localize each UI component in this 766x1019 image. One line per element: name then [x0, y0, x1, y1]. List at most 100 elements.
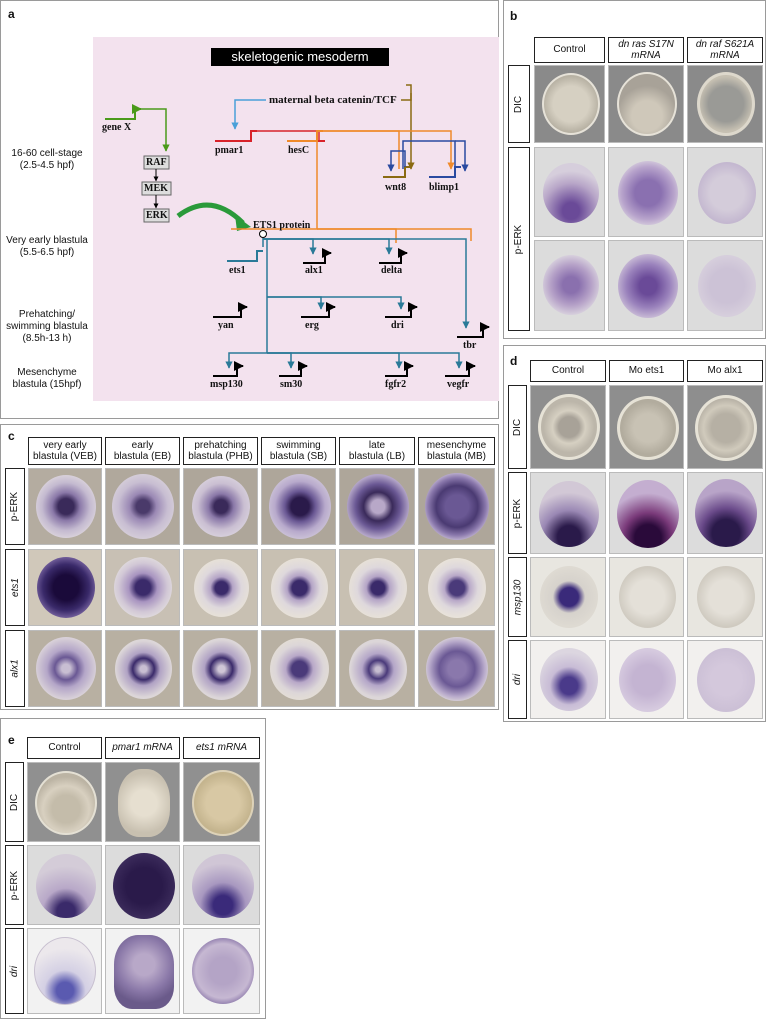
micrograph	[339, 549, 415, 626]
panel-d-label: d	[510, 354, 518, 368]
ets1-protein-label: ETS1 protein	[253, 220, 311, 231]
column-header: early blastula (EB)	[105, 437, 180, 465]
vegfr-label: vegfr	[447, 379, 470, 390]
row-label: msp130	[508, 557, 527, 637]
micrograph	[418, 468, 495, 545]
row-label: p-ERK	[5, 845, 24, 925]
micrograph	[608, 147, 684, 237]
panel-a: a skeletogenic mesoderm 16-60 cell-stage…	[0, 0, 499, 419]
dri-label: dri	[391, 320, 404, 331]
yan-label: yan	[218, 320, 234, 331]
micrograph	[687, 557, 763, 637]
micrograph	[28, 468, 102, 545]
column-header: Control	[534, 37, 605, 63]
panel-c: c very early blastula (VEB) early blastu…	[0, 424, 499, 710]
micrograph	[608, 240, 684, 331]
column-header: dn ras S17N mRNA	[608, 37, 684, 63]
panel-d: d Control Mo ets1 Mo alx1 DIC p-ERK msp1…	[503, 345, 766, 722]
micrograph	[687, 240, 763, 331]
column-header: Control	[27, 737, 102, 759]
micrograph	[105, 549, 180, 626]
tbr-label: tbr	[463, 340, 477, 351]
column-header: Mo ets1	[609, 360, 684, 382]
micrograph	[261, 468, 336, 545]
row-label: p-ERK	[5, 468, 25, 545]
micrograph	[105, 468, 180, 545]
panel-c-label: c	[8, 429, 15, 443]
micrograph	[687, 147, 763, 237]
sm30-label: sm30	[280, 379, 303, 390]
micrograph	[339, 630, 415, 707]
wnt8-label: wnt8	[385, 182, 407, 193]
fgfr2-label: fgfr2	[385, 379, 407, 390]
micrograph	[28, 630, 102, 707]
micrograph	[534, 240, 605, 331]
stage-label-mesenchyme: Mesenchyme blastula (15hpf)	[12, 367, 82, 390]
erk-label: ERK	[146, 210, 168, 221]
micrograph	[609, 472, 684, 554]
erg-label: erg	[305, 320, 319, 331]
micrograph	[105, 762, 180, 842]
micrograph	[530, 472, 606, 554]
micrograph	[105, 845, 180, 925]
row-label: dri	[5, 928, 24, 1014]
column-header: very early blastula (VEB)	[28, 437, 102, 465]
micrograph	[27, 845, 102, 925]
micrograph	[418, 549, 495, 626]
ets1-label: ets1	[229, 265, 246, 276]
micrograph	[418, 630, 495, 707]
stage-label-prehatching: Prehatching/ swimming blastula (8.5h-13 …	[6, 309, 88, 344]
micrograph	[261, 549, 336, 626]
panel-b-label: b	[510, 9, 518, 23]
grn-network-svg	[105, 84, 490, 377]
micrograph	[27, 928, 102, 1014]
micrograph	[530, 385, 606, 469]
micrograph	[105, 630, 180, 707]
column-header: Control	[530, 360, 606, 382]
gene-x-node	[105, 104, 170, 152]
column-header: ets1 mRNA	[183, 737, 260, 759]
micrograph	[183, 468, 258, 545]
micrograph	[28, 549, 102, 626]
column-header: prehatching blastula (PHB)	[183, 437, 258, 465]
panel-b: b Control dn ras S17N mRNA dn raf S621A …	[503, 0, 766, 339]
micrograph	[687, 385, 763, 469]
row-label: DIC	[508, 385, 527, 469]
micrograph	[608, 65, 684, 143]
micrograph	[534, 65, 605, 143]
pmar1-label: pmar1	[215, 145, 244, 156]
panel-a-label: a	[8, 7, 15, 21]
mek-label: MEK	[144, 183, 168, 194]
micrograph	[183, 928, 260, 1014]
micrograph	[530, 640, 606, 719]
diagram-title: skeletogenic mesoderm	[211, 48, 389, 66]
row-label: alx1	[5, 630, 25, 707]
column-header: late blastula (LB)	[339, 437, 415, 465]
column-header: dn raf S621A mRNA	[687, 37, 763, 63]
row-label: p-ERK	[508, 147, 530, 331]
panel-e-label: e	[8, 733, 15, 747]
micrograph	[261, 630, 336, 707]
column-header: mesenchyme blastula (MB)	[418, 437, 495, 465]
micrograph	[687, 640, 763, 719]
column-header: swimming blastula (SB)	[261, 437, 336, 465]
row-label: DIC	[508, 65, 530, 143]
panel-e: e Control pmar1 mRNA ets1 mRNA DIC p-ERK…	[0, 718, 266, 1019]
stage-label-16-60-cell: 16-60 cell-stage (2.5-4.5 hpf)	[11, 148, 83, 171]
stage-label-very-early-blastula: Very early blastula (5.5-6.5 hpf)	[6, 235, 88, 258]
micrograph	[183, 549, 258, 626]
hesc-label: hesC	[288, 145, 310, 156]
row-label: p-ERK	[508, 472, 527, 554]
micrograph	[183, 845, 260, 925]
column-header: Mo alx1	[687, 360, 763, 382]
column-header: pmar1 mRNA	[105, 737, 180, 759]
micrograph	[687, 65, 763, 143]
raf-label: RAF	[146, 157, 167, 168]
row-label: DIC	[5, 762, 24, 842]
micrograph	[687, 472, 763, 554]
blimp1-label: blimp1	[429, 182, 460, 193]
micrograph	[609, 640, 684, 719]
micrograph	[339, 468, 415, 545]
micrograph	[27, 762, 102, 842]
micrograph	[183, 630, 258, 707]
